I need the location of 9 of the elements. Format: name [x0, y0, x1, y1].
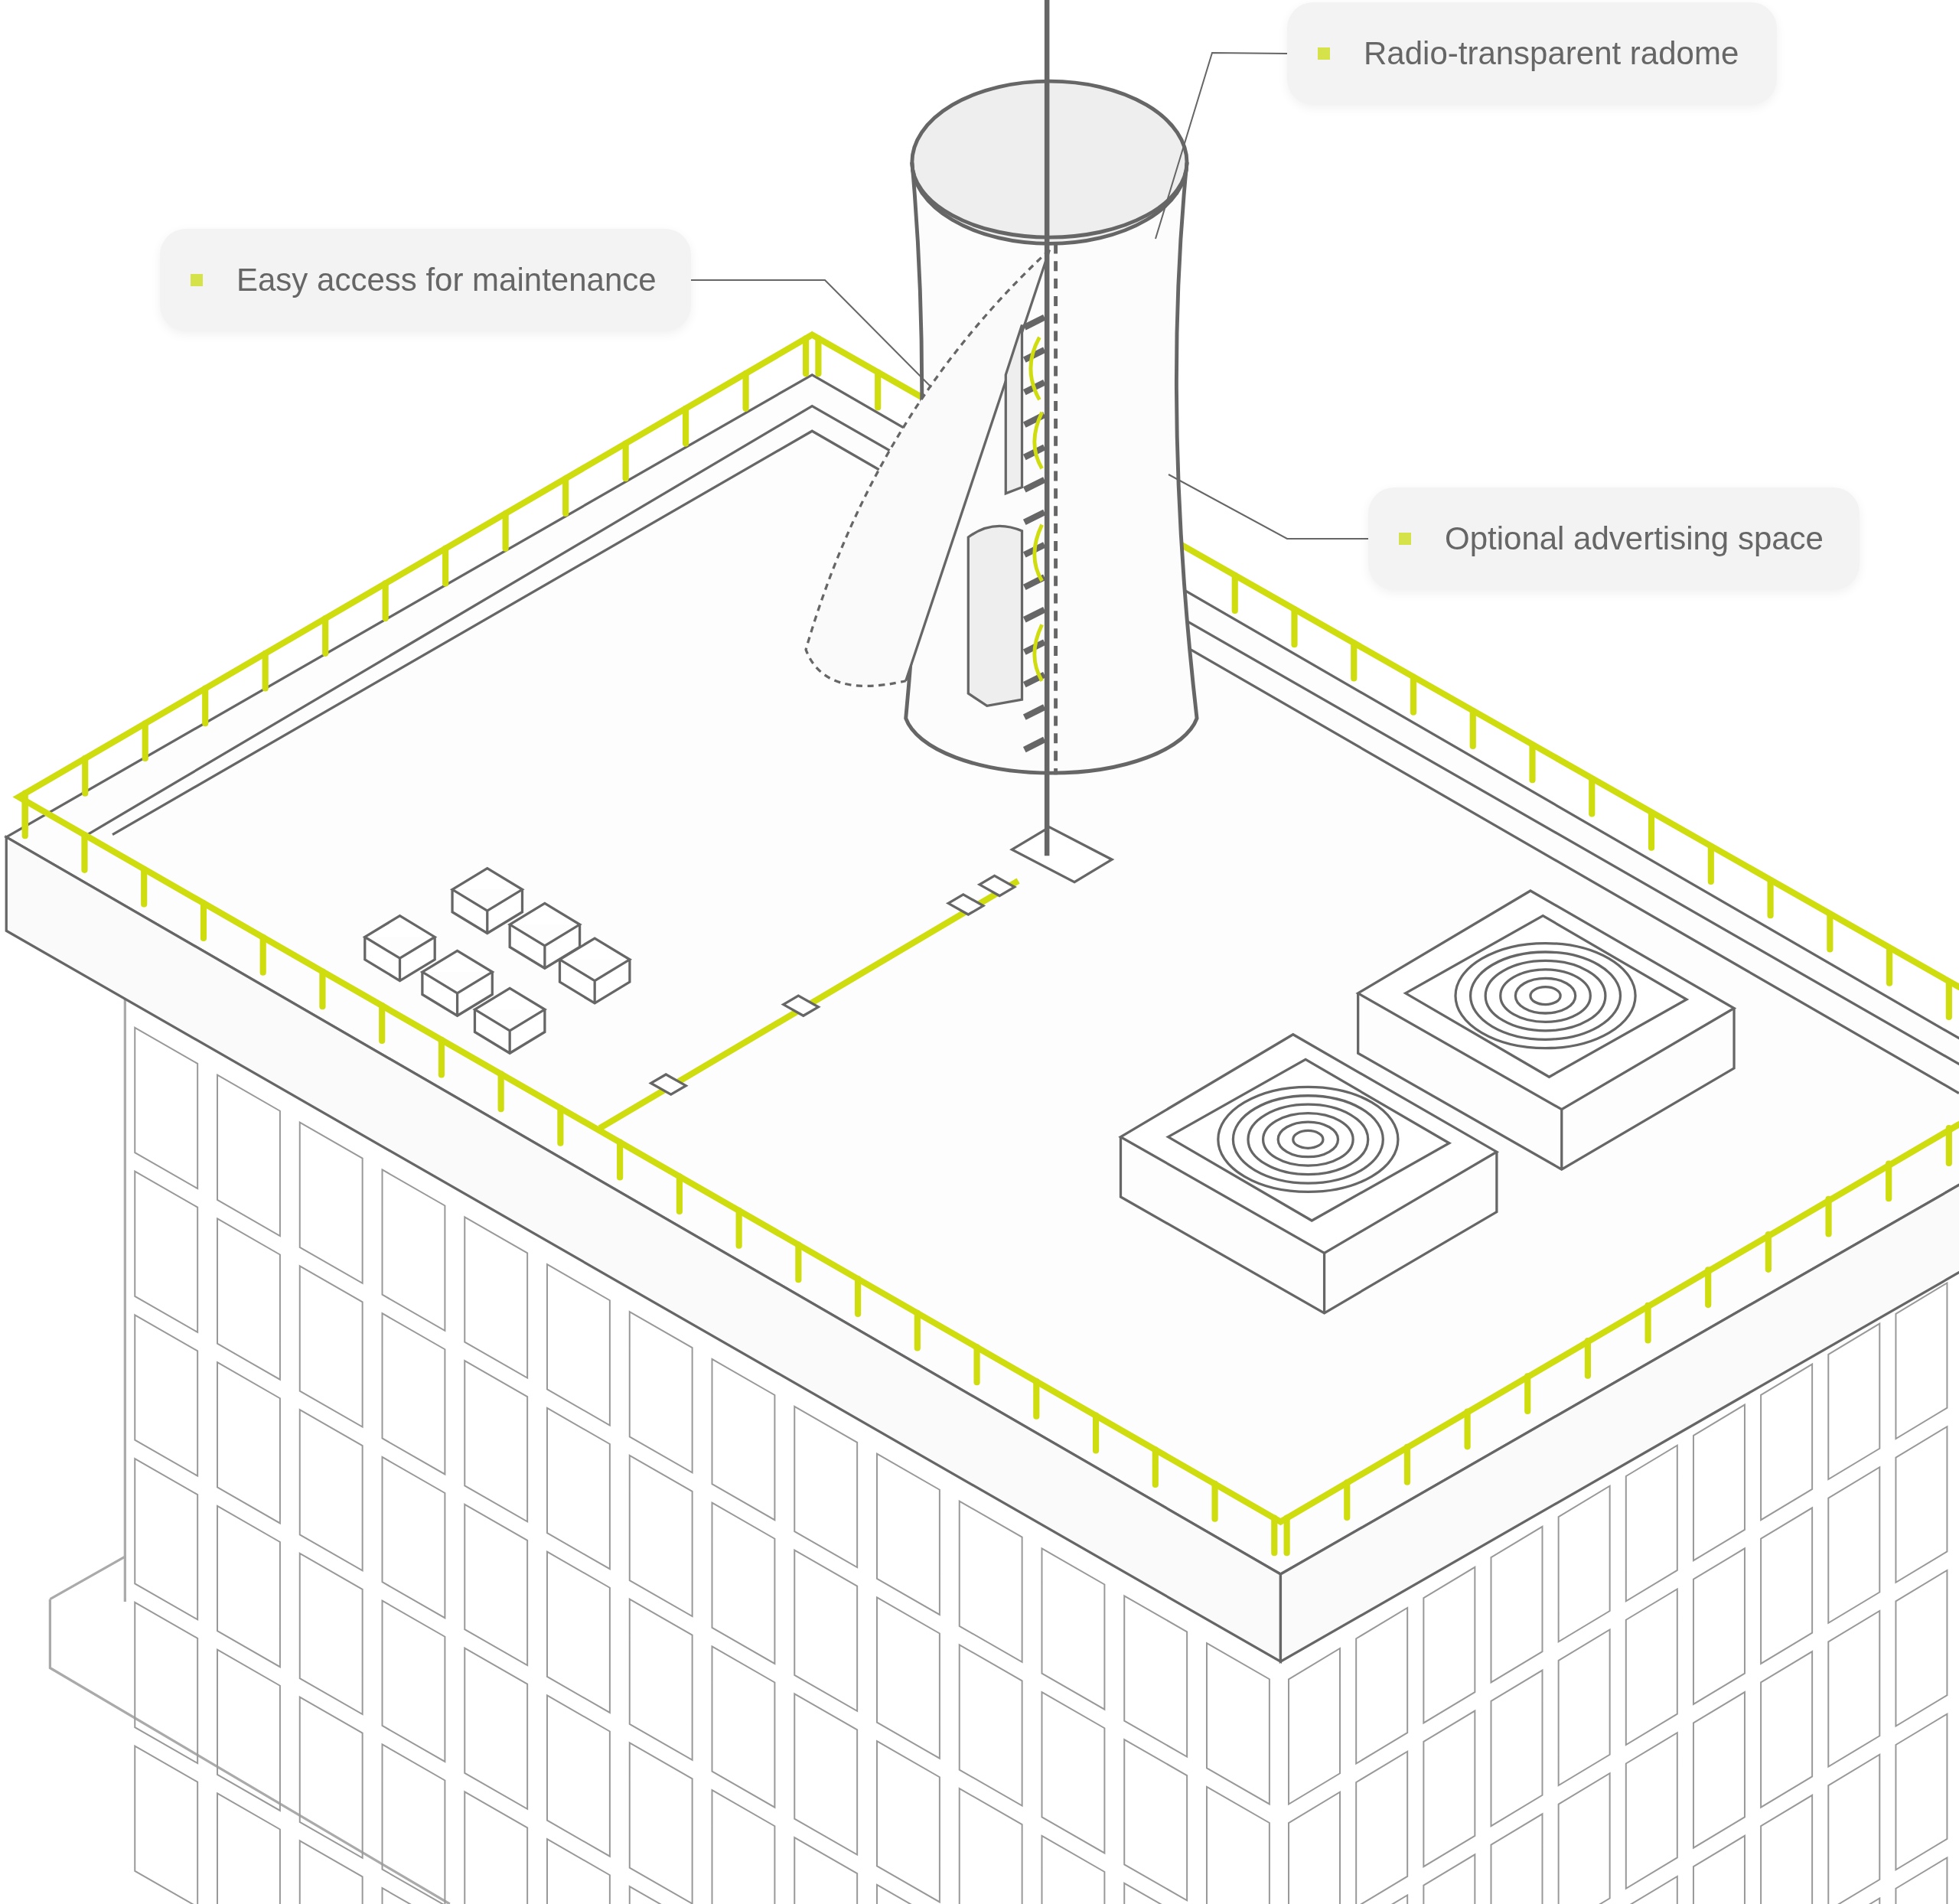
callout-text: Radio-transparent radome [1364, 35, 1739, 72]
callout-box [1368, 487, 1860, 590]
callout-box [1287, 2, 1777, 105]
leader-line [690, 279, 932, 388]
callout-box [160, 229, 691, 331]
leader-line [1155, 52, 1288, 240]
callout-text: Easy access for maintenance [236, 262, 657, 298]
leader-line [1168, 474, 1369, 540]
callout-text: Optional advertising space [1445, 520, 1824, 557]
